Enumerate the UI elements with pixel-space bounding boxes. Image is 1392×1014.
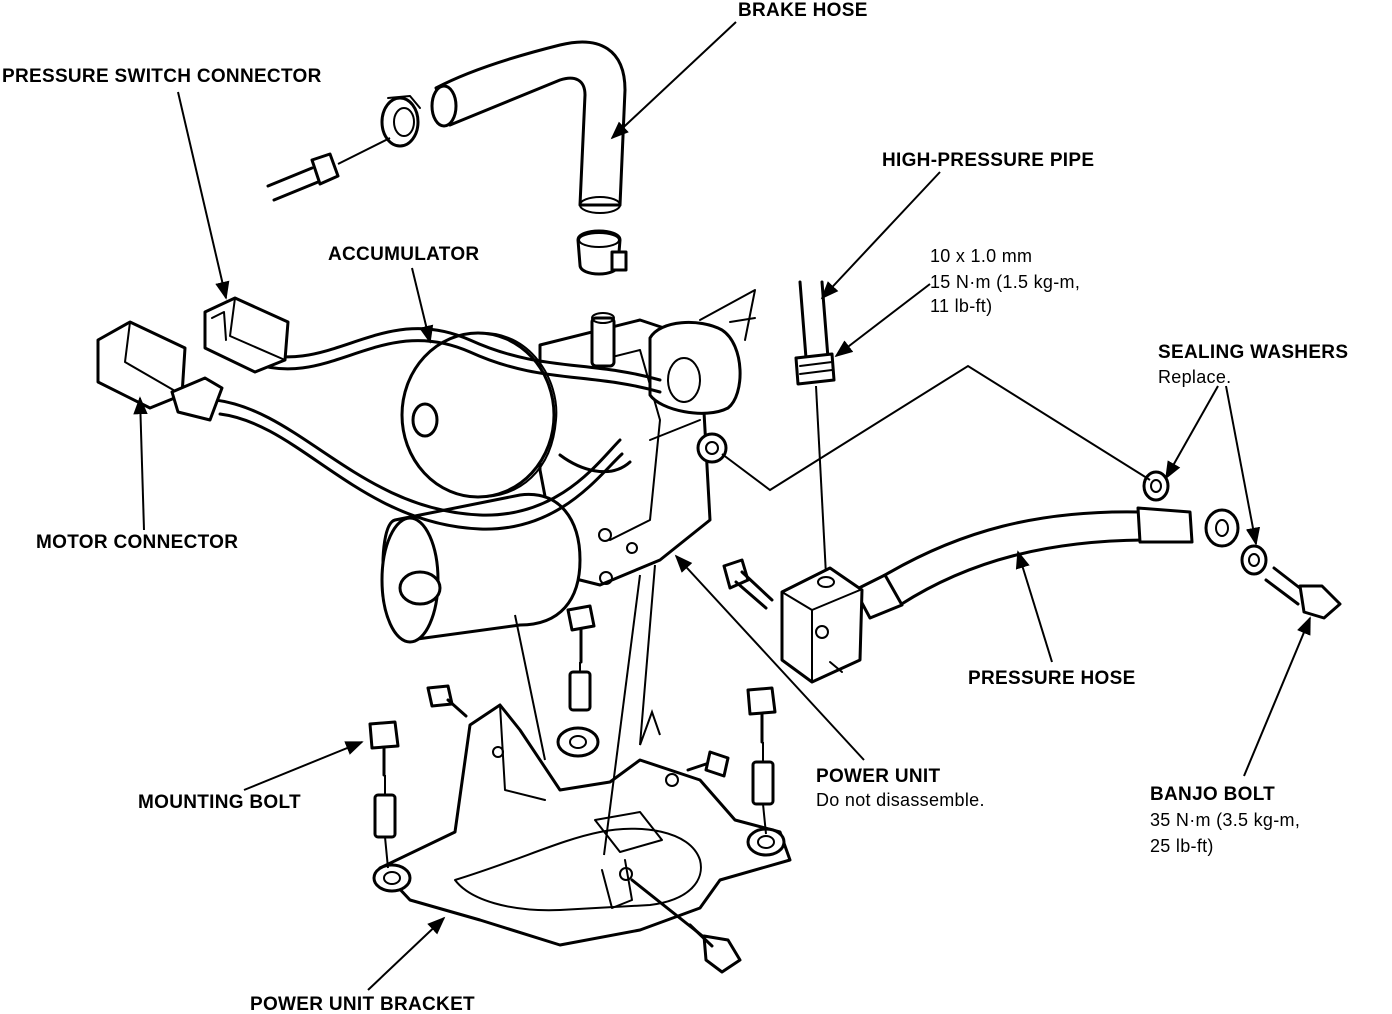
hose-clamp-upper (380, 95, 421, 148)
wiring-harness (213, 327, 662, 531)
hose-clamp-lower (576, 229, 628, 276)
sealing-washers-note: Replace. (1158, 367, 1231, 387)
brake-hose-label: BRAKE HOSE (738, 0, 868, 21)
left-mounting-bolt (368, 720, 400, 869)
torque-spec-line1: 10 x 1.0 mm (930, 246, 1032, 266)
banjo-bolt-label: BANJO BOLT (1150, 784, 1275, 805)
bracket-mounting-lines (514, 564, 661, 856)
accumulator (400, 331, 558, 499)
power-unit-bracket (372, 703, 792, 947)
torque-spec-line3: 11 lb-ft) (930, 296, 992, 316)
hose-union-line (721, 364, 1151, 492)
pressure-hose (853, 506, 1240, 620)
pressure-hose-label: PRESSURE HOSE (968, 668, 1136, 689)
bottom-mounting-bolt (630, 878, 742, 974)
sealing-washers-label: SEALING WASHERS (1158, 342, 1348, 363)
accumulator-label: ACCUMULATOR (328, 244, 479, 265)
power-unit-note: Do not disassemble. (816, 790, 985, 810)
power-unit-label: POWER UNIT (816, 766, 940, 787)
leader-lines (133, 21, 1311, 991)
pressure-switch-connector (203, 296, 290, 374)
center-mounting-bolt (566, 604, 596, 712)
power-unit-bracket-label: POWER UNIT BRACKET (250, 994, 475, 1014)
pipe-junction-block (780, 566, 864, 684)
junction-bolt (722, 558, 774, 610)
brake-hose (430, 40, 627, 214)
torque-spec-line2: 15 N·m (1.5 kg-m, (930, 272, 1080, 292)
pressure-switch-connector-label: PRESSURE SWITCH CONNECTOR (2, 66, 322, 87)
banjo-spec-line2: 25 lb-ft) (1150, 836, 1214, 856)
power-unit-body (538, 289, 756, 587)
motor-connector (96, 320, 224, 422)
right-mounting-bolt (746, 686, 777, 835)
side-mounting-bolt-left (426, 684, 468, 718)
mounting-bolt-label: MOUNTING BOLT (138, 792, 301, 813)
motor-connector-label: MOTOR CONNECTOR (36, 532, 238, 553)
brake-pipe-left (266, 137, 391, 202)
high-pressure-pipe-label: HIGH-PRESSURE PIPE (882, 150, 1094, 171)
side-mounting-bolt-right (686, 750, 730, 778)
sealing-washer-1 (1142, 470, 1170, 502)
high-pressure-pipe (794, 280, 836, 576)
pump-motor (380, 492, 582, 644)
banjo-spec-line1: 35 N·m (3.5 kg-m, (1150, 810, 1300, 830)
sealing-washer-2 (1240, 544, 1268, 576)
banjo-bolt (1264, 566, 1342, 620)
